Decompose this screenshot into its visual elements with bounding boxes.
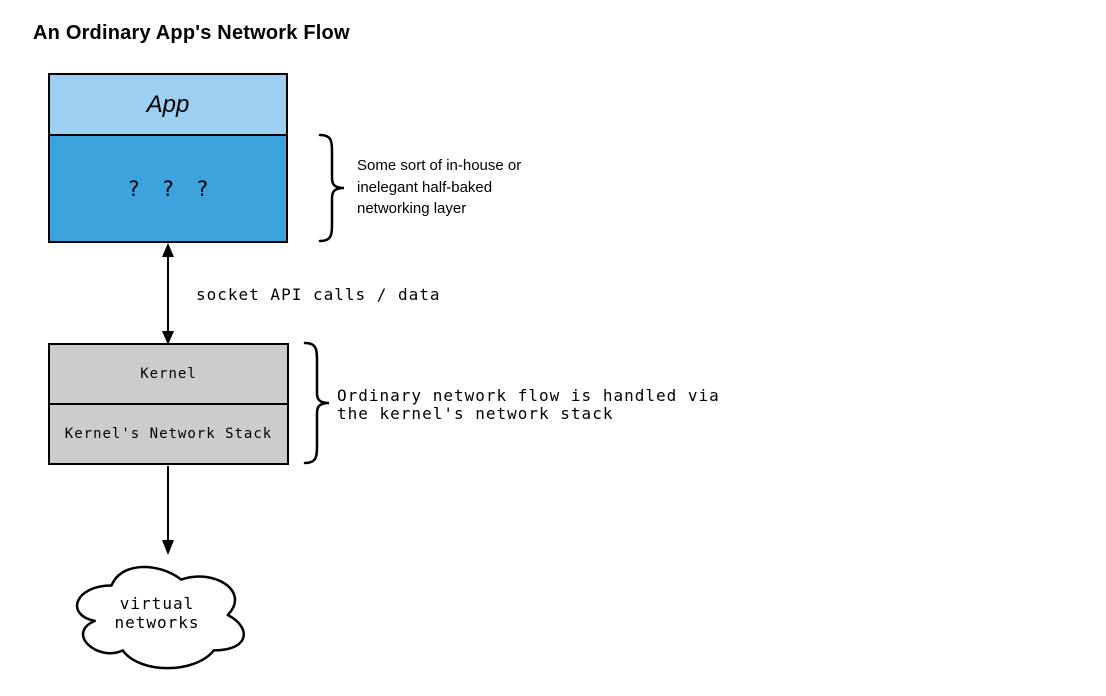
virtual-networks-cloud [75,565,245,670]
annotation-kernel-flow: Ordinary network flow is handled via the… [337,386,720,423]
annotation-inhouse-layer: Some sort of in-house or inelegant half-… [357,157,522,217]
app-layer: App [50,75,286,136]
app-layer-label: App [146,90,190,118]
kernel-layer: Kernel [50,345,287,405]
kernel-network-stack-layer: Kernel's Network Stack [50,405,287,463]
kernel-layer-label: Kernel [140,366,197,382]
kernel-to-networks-arrow [162,466,174,555]
socket-api-arrow-label: socket API calls / data [196,285,441,304]
unknown-layer-label: ? ? ? [127,176,209,201]
diagram-title: An Ordinary App's Network Flow [33,22,350,44]
brace-inhouse-layer [318,133,345,243]
socket-api-arrow [162,243,174,345]
app-stack-box: App ? ? ? [48,73,288,243]
kernel-stack-box: Kernel Kernel's Network Stack [48,343,289,465]
kernel-network-stack-label: Kernel's Network Stack [64,426,273,442]
brace-kernel-flow [303,341,330,465]
unknown-networking-layer: ? ? ? [50,136,286,241]
